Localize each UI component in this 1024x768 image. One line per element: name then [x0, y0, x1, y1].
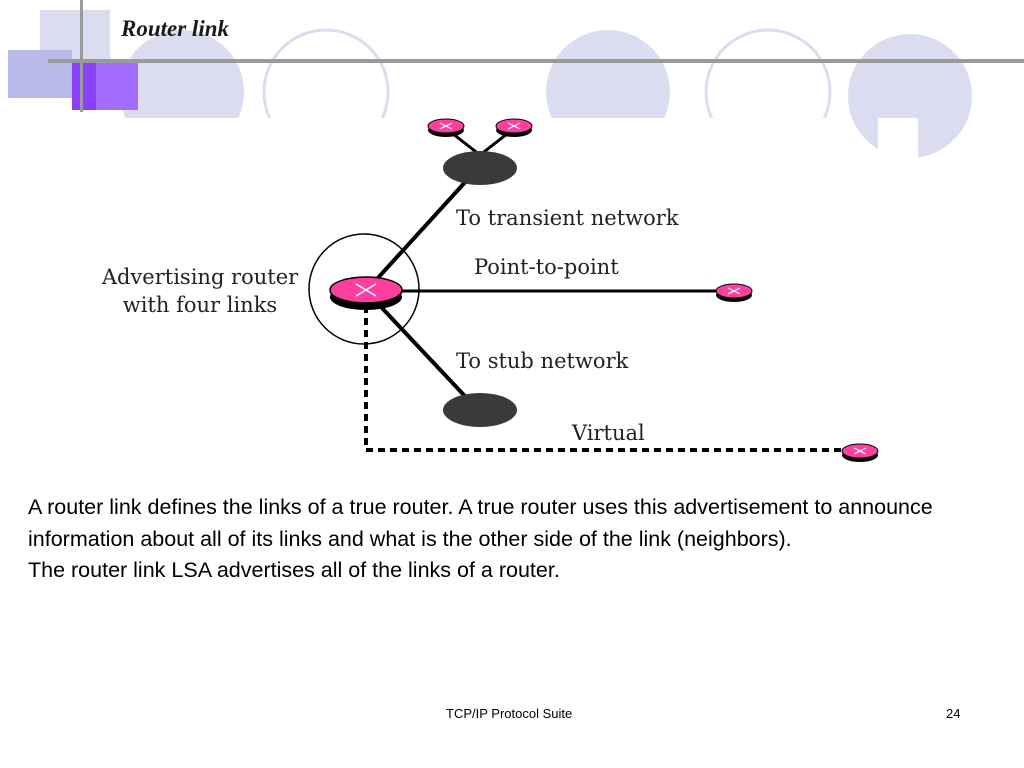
link-virtual [364, 306, 846, 452]
decorative-circles [120, 28, 832, 118]
transient-network-icon [443, 151, 517, 185]
router-icon-top-left [427, 118, 465, 137]
router-icon-top-right [495, 118, 533, 137]
router-link-diagram: Advertising router with four links To tr… [101, 118, 879, 462]
deco-vertical-line [80, 0, 83, 112]
point-to-point-label: Point-to-point [474, 255, 619, 279]
deco-square-lilac [8, 50, 72, 98]
router-icon-virtual [841, 443, 879, 462]
advertising-router-icon [329, 276, 403, 310]
advertising-router-circle [308, 233, 420, 345]
stub-network-icon [443, 393, 517, 427]
page-number: 24 [946, 706, 961, 721]
link-transient [364, 166, 480, 293]
advertising-router-label-line1: Advertising router [101, 265, 299, 289]
router-icon-point-to-point [715, 283, 753, 302]
body-paragraph-2: The router link LSA advertises all of th… [28, 558, 560, 582]
body-paragraph-1: A router link defines the links of a tru… [28, 495, 933, 551]
transient-network-label: To transient network [456, 206, 679, 230]
header-decoration [8, 0, 1024, 160]
virtual-link-label: Virtual [571, 421, 645, 445]
deco-horizontal-line [48, 59, 1024, 63]
body-text: A router link defines the links of a tru… [28, 492, 1003, 587]
slide-title: Router link [121, 16, 230, 41]
link-stub [364, 289, 480, 412]
stub-network-label: To stub network [456, 349, 629, 373]
footer-title: TCP/IP Protocol Suite [446, 706, 573, 721]
advertising-router-label-line2: with four links [123, 293, 277, 317]
